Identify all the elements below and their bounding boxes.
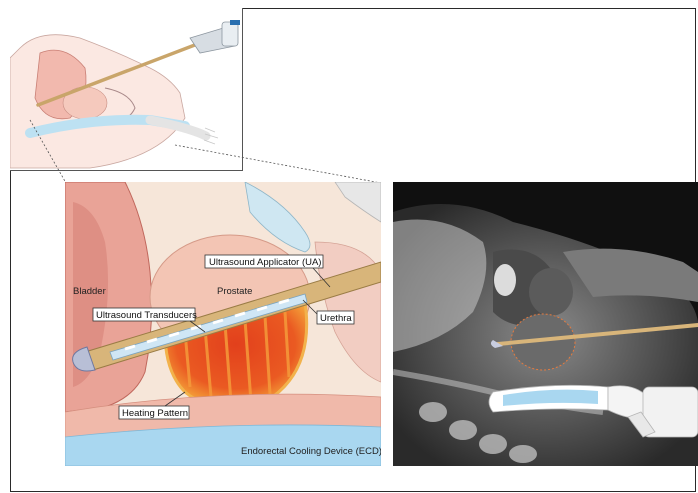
label-bladder: Bladder <box>73 286 106 297</box>
label-urethra: Urethra <box>320 313 352 324</box>
label-endorectal-cooling-device: Endorectal Cooling Device (ECD) <box>241 446 381 457</box>
label-heating-pattern: Heating Pattern <box>122 408 188 419</box>
mri-image-panel <box>393 182 698 466</box>
labeled-anatomy-illustration: Bladder Prostate Ultrasound Applicator (… <box>65 182 381 466</box>
label-ultrasound-applicator: Ultrasound Applicator (UA) <box>209 257 321 268</box>
label-prostate: Prostate <box>217 286 252 297</box>
label-ultrasound-transducers: Ultrasound Transducers <box>96 310 197 321</box>
